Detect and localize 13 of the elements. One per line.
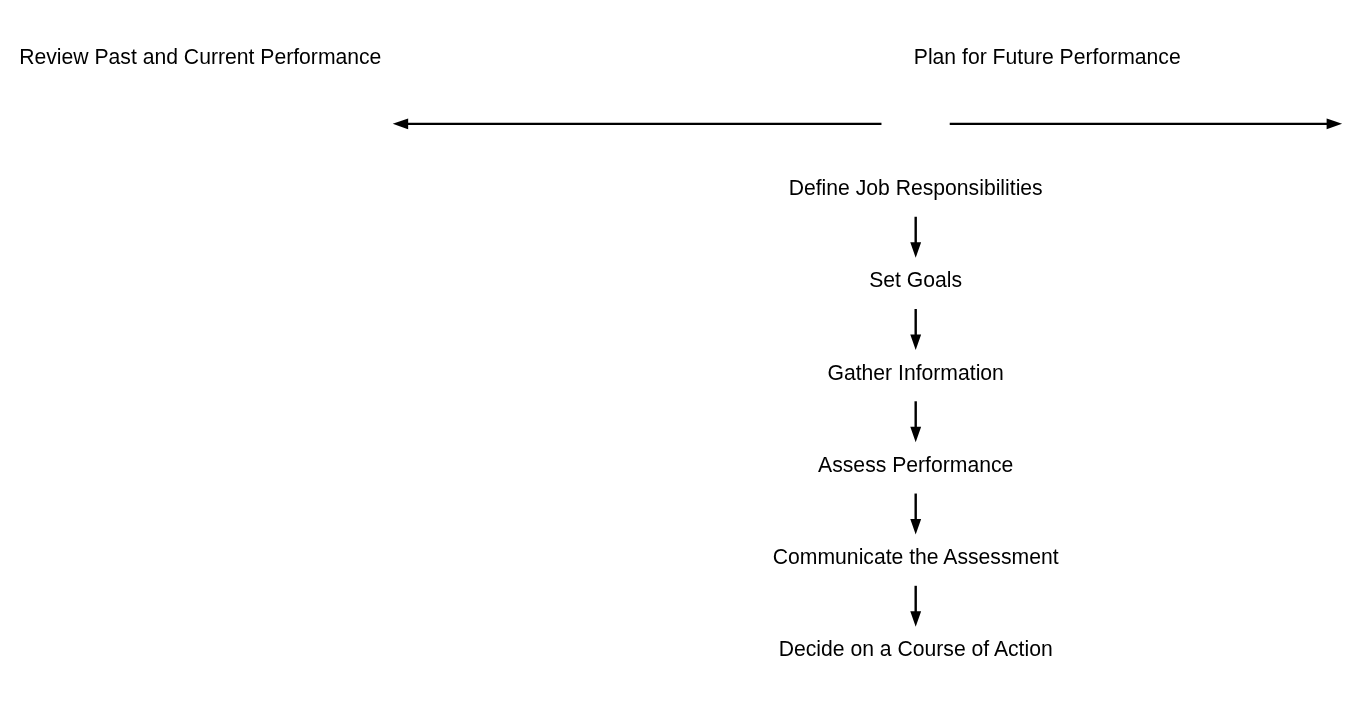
label: Review Past and Current Performance — [19, 44, 382, 68]
node-text: Define Job Responsibilities — [788, 175, 1043, 199]
node-text: Assess Performance — [818, 452, 1014, 476]
arrow — [910, 493, 922, 535]
arrow — [910, 400, 922, 442]
arrow — [910, 216, 922, 258]
arrow — [910, 585, 922, 627]
node-text: Communicate the Assessment — [772, 544, 1059, 568]
node-text: Gather Information — [827, 360, 1004, 384]
arrow — [910, 308, 922, 350]
node-text: Decide on a Course of Action — [778, 636, 1053, 660]
label: Plan for Future Performance — [913, 44, 1181, 68]
node-text: Set Goals — [869, 267, 963, 291]
